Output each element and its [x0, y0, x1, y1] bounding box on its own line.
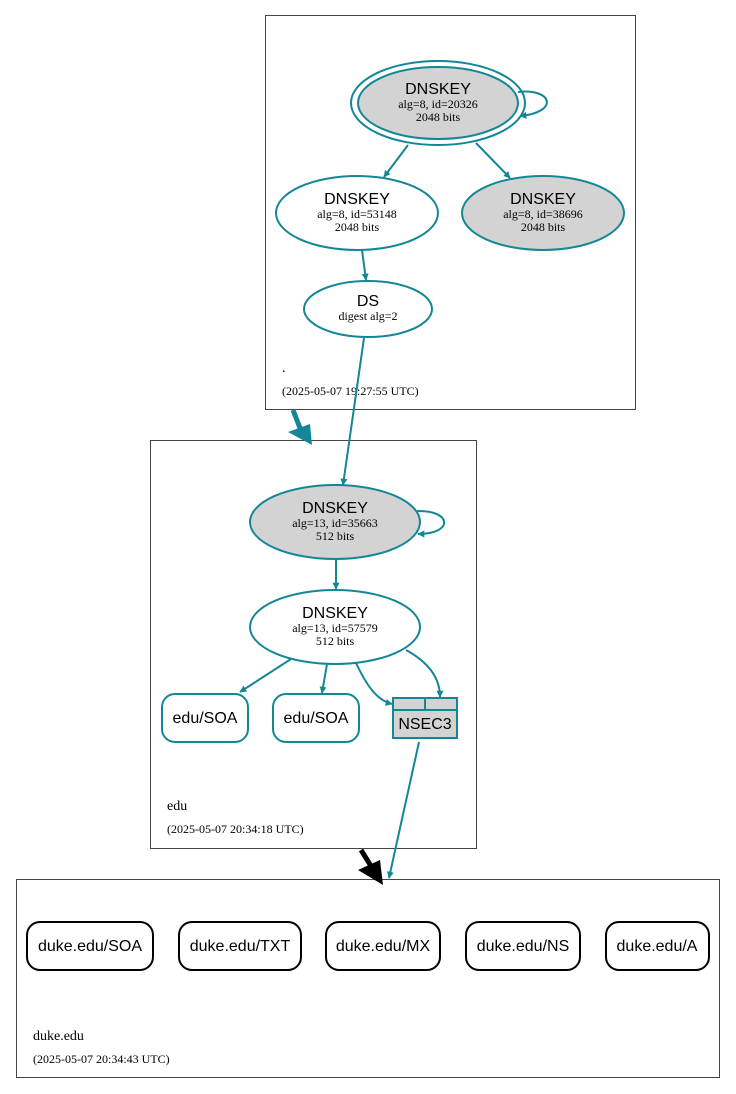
edge-root-ksk-to-zsk	[383, 144, 409, 178]
edge-nsec3-to-duke	[386, 741, 420, 879]
edu-zsk-node[interactable]: DNSKEY alg=13, id=57579 512 bits	[249, 589, 421, 665]
duke-record-soa[interactable]: duke.edu/SOA	[26, 921, 154, 971]
duke-record-txt-label: duke.edu/TXT	[190, 938, 291, 955]
edge-edu-zsk-to-soa1	[239, 658, 292, 693]
edge-edu-zsk-to-nsec3-a	[355, 662, 393, 706]
edu-zsk-bits: 512 bits	[316, 634, 355, 648]
zone-edu-name: edu	[167, 799, 187, 814]
edge-edu-zsk-to-soa2	[319, 663, 328, 694]
edu-zsk-alg: alg=13, id=57579	[292, 621, 378, 635]
edu-soa-node-1[interactable]: edu/SOA	[161, 693, 249, 743]
edu-zsk-title: DNSKEY	[302, 605, 368, 622]
root-ksk-bits: 2048 bits	[416, 110, 461, 124]
root-zsk-title: DNSKEY	[324, 191, 390, 208]
zone-edu-timestamp: (2025-05-07 20:34:18 UTC)	[167, 822, 304, 836]
root-key3-bits: 2048 bits	[521, 220, 566, 234]
root-key3-alg: alg=8, id=38696	[503, 207, 583, 221]
delegation-edu-to-duke	[358, 848, 383, 885]
duke-record-a-label: duke.edu/A	[617, 938, 698, 955]
edu-soa-label-2: edu/SOA	[284, 710, 349, 727]
zone-duke-timestamp: (2025-05-07 20:34:43 UTC)	[33, 1052, 170, 1066]
delegation-root-to-edu	[288, 409, 312, 445]
root-ksk-title: DNSKEY	[405, 81, 471, 98]
edge-root-ksk-to-key3	[475, 142, 511, 179]
edu-nsec3-label: NSEC3	[398, 716, 451, 733]
edu-ksk-bits: 512 bits	[316, 529, 355, 543]
root-zsk-alg: alg=8, id=53148	[317, 207, 397, 221]
root-key3-title: DNSKEY	[510, 191, 576, 208]
edu-ksk-title: DNSKEY	[302, 500, 368, 517]
root-ksk-alg: alg=8, id=20326	[398, 97, 478, 111]
zone-duke-name: duke.edu	[33, 1029, 84, 1044]
duke-record-mx-label: duke.edu/MX	[336, 938, 431, 955]
edu-soa-node-2[interactable]: edu/SOA	[272, 693, 360, 743]
zone-root-name: .	[282, 361, 286, 376]
edu-ksk-alg: alg=13, id=35663	[292, 516, 378, 530]
edu-nsec3-node[interactable]: NSEC3	[392, 697, 458, 739]
duke-record-mx[interactable]: duke.edu/MX	[325, 921, 441, 971]
duke-record-soa-label: duke.edu/SOA	[38, 938, 142, 955]
duke-record-ns[interactable]: duke.edu/NS	[465, 921, 581, 971]
edge-edu-zsk-to-nsec3-b	[405, 649, 444, 698]
duke-record-ns-label: duke.edu/NS	[477, 938, 570, 955]
root-ksk-self-edge	[517, 90, 548, 119]
root-ds-node[interactable]: DS digest alg=2	[303, 280, 433, 338]
zone-root-timestamp: (2025-05-07 19:27:55 UTC)	[282, 384, 419, 398]
root-ds-title: DS	[357, 293, 379, 310]
root-ksk-node[interactable]: DNSKEY alg=8, id=20326 2048 bits	[350, 60, 526, 146]
edu-ksk-node[interactable]: DNSKEY alg=13, id=35663 512 bits	[249, 484, 421, 560]
zone-duke-box	[16, 879, 720, 1078]
duke-record-a[interactable]: duke.edu/A	[605, 921, 710, 971]
edge-ds-to-edu-ksk	[340, 337, 365, 486]
root-key3-node[interactable]: DNSKEY alg=8, id=38696 2048 bits	[461, 175, 625, 251]
root-zsk-node[interactable]: DNSKEY alg=8, id=53148 2048 bits	[275, 175, 439, 251]
root-ds-digest: digest alg=2	[338, 309, 397, 323]
edge-root-zsk-to-ds	[361, 249, 369, 281]
duke-record-txt[interactable]: duke.edu/TXT	[178, 921, 302, 971]
edu-ksk-self-edge	[416, 509, 446, 538]
root-zsk-bits: 2048 bits	[335, 220, 380, 234]
edu-soa-label-1: edu/SOA	[173, 710, 238, 727]
